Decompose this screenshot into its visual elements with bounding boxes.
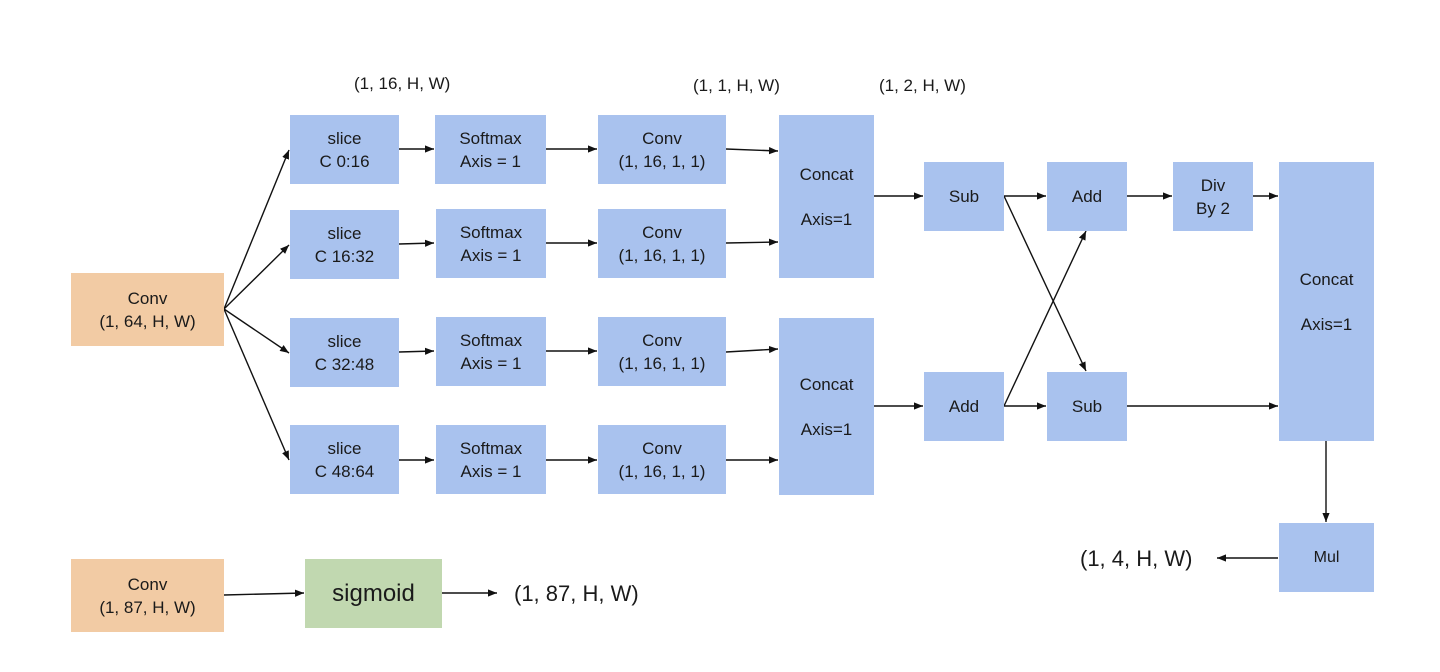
slice-node-1: slice C 16:32 xyxy=(290,210,399,279)
edge-add-bottom-add-top xyxy=(1003,230,1087,407)
edge-conv0-concat-top xyxy=(725,147,779,155)
node-title: Conv xyxy=(642,438,682,458)
node-title: Conv xyxy=(642,330,682,350)
mul-node: Mul xyxy=(1279,523,1374,592)
concat-top-node: Concat Axis=1 xyxy=(779,115,874,278)
node-subtitle: Axis=1 xyxy=(800,419,853,439)
conv-node-0: Conv (1, 16, 1, 1) xyxy=(598,115,726,184)
conv-node-3: Conv (1, 16, 1, 1) xyxy=(598,425,726,494)
node-subtitle: C 16:32 xyxy=(314,246,375,266)
node-title: Div xyxy=(1200,175,1226,195)
node-title: slice xyxy=(327,223,362,243)
softmax-node-1: Softmax Axis = 1 xyxy=(436,209,546,278)
node-subtitle: (1, 16, 1, 1) xyxy=(618,461,706,481)
node-title: Concat xyxy=(799,164,854,184)
node-title: slice xyxy=(327,331,362,351)
conv-cls-node: Conv (1, 87, H, W) xyxy=(71,559,224,632)
node-subtitle: By 2 xyxy=(1195,198,1231,218)
node-title: slice xyxy=(327,438,362,458)
node-subtitle: C 32:48 xyxy=(314,354,375,374)
node-title: Concat xyxy=(799,374,854,394)
edge-sub-top-sub-bottom xyxy=(1003,195,1087,372)
node-title: Sub xyxy=(1071,397,1103,416)
slice-node-3: slice C 48:64 xyxy=(290,425,399,494)
node-title: Conv xyxy=(127,288,168,308)
concat-final-node: Concat Axis=1 xyxy=(1279,162,1374,441)
edge-conv-to-slice2 xyxy=(223,308,290,354)
node-subtitle: Axis=1 xyxy=(800,209,853,229)
node-title: Conv xyxy=(127,574,168,594)
edge-conv-to-slice0 xyxy=(223,149,290,310)
slice-node-0: slice C 0:16 xyxy=(290,115,399,184)
sub-bottom-node: Sub xyxy=(1047,372,1127,441)
conv-node-2: Conv (1, 16, 1, 1) xyxy=(598,317,726,386)
node-subtitle: Axis = 1 xyxy=(460,151,521,171)
sub-top-node: Sub xyxy=(924,162,1004,231)
node-subtitle: Axis=1 xyxy=(1300,314,1353,334)
edge-conv2-concat-bottom xyxy=(725,345,779,354)
shape-label-conv-out: (1, 1, H, W) xyxy=(693,76,780,95)
sigmoid-node: sigmoid xyxy=(305,559,442,628)
shape-label-sigmoid-out: (1, 87, H, W) xyxy=(514,581,639,606)
node-subtitle: (1, 16, 1, 1) xyxy=(618,245,706,265)
node-title: Mul xyxy=(1313,549,1340,566)
softmax-node-0: Softmax Axis = 1 xyxy=(435,115,546,184)
div-node: Div By 2 xyxy=(1173,162,1253,231)
edge-conv-cls-sigmoid xyxy=(223,589,305,597)
node-subtitle: C 0:16 xyxy=(319,151,370,171)
node-subtitle: (1, 16, 1, 1) xyxy=(618,151,706,171)
node-title: Add xyxy=(948,397,980,416)
node-subtitle: (1, 16, 1, 1) xyxy=(618,353,706,373)
concat-bottom-node: Concat Axis=1 xyxy=(779,318,874,495)
node-subtitle: Axis = 1 xyxy=(460,245,522,265)
edge-slice2-softmax2 xyxy=(398,347,435,355)
shape-label-slice-out: (1, 16, H, W) xyxy=(354,74,451,93)
node-subtitle: (1, 64, H, W) xyxy=(99,311,196,331)
add-bottom-node: Add xyxy=(924,372,1004,441)
node-title: Sub xyxy=(948,187,980,206)
add-top-node: Add xyxy=(1047,162,1127,231)
shape-label-concat-out: (1, 2, H, W) xyxy=(879,76,966,95)
node-title: Conv xyxy=(642,222,682,242)
edge-conv-to-slice3 xyxy=(223,308,290,461)
edge-slice1-softmax1 xyxy=(398,239,435,247)
conv-input-node: Conv (1, 64, H, W) xyxy=(71,273,224,346)
edge-conv1-concat-top xyxy=(725,238,779,246)
node-title: Softmax xyxy=(459,438,523,458)
node-title: sigmoid xyxy=(332,580,415,607)
node-title: Softmax xyxy=(459,330,523,350)
node-title: Softmax xyxy=(459,128,522,148)
node-title: Add xyxy=(1071,187,1103,206)
node-subtitle: Axis = 1 xyxy=(460,461,522,481)
softmax-node-3: Softmax Axis = 1 xyxy=(436,425,546,494)
node-subtitle: C 48:64 xyxy=(314,461,375,481)
node-title: slice xyxy=(327,128,362,148)
edge-conv-to-slice1 xyxy=(223,244,290,310)
shape-label-final-out: (1, 4, H, W) xyxy=(1080,546,1193,571)
softmax-node-2: Softmax Axis = 1 xyxy=(436,317,546,386)
conv-node-1: Conv (1, 16, 1, 1) xyxy=(598,209,726,278)
node-title: Concat xyxy=(1299,269,1354,289)
node-subtitle: (1, 87, H, W) xyxy=(99,597,196,617)
slice-node-2: slice C 32:48 xyxy=(290,318,399,387)
node-subtitle: Axis = 1 xyxy=(460,353,522,373)
node-title: Conv xyxy=(642,128,682,148)
node-title: Softmax xyxy=(459,222,523,242)
